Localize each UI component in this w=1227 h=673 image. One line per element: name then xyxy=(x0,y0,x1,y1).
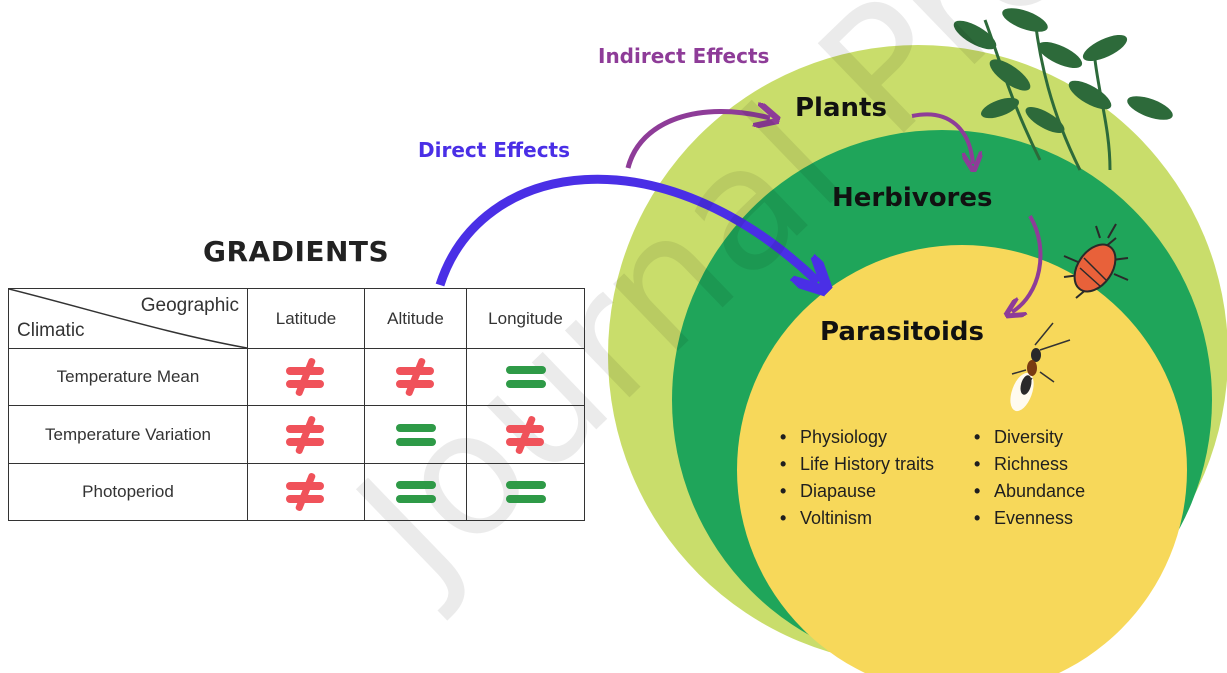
symbol-cell xyxy=(364,348,467,406)
column-header: Altitude xyxy=(364,288,467,349)
trait-item: Abundance xyxy=(970,478,1085,505)
equal-icon xyxy=(395,423,436,446)
trait-item: Evenness xyxy=(970,505,1085,532)
herbivores-to-parasitoids-arrow xyxy=(1012,214,1043,312)
direct-effects-label: Direct Effects xyxy=(418,138,571,162)
not-equal-icon xyxy=(286,414,326,455)
column-header: Latitude xyxy=(247,288,365,349)
corner-header-cell: Geographic Climatic xyxy=(8,288,248,349)
trait-item: Life History traits xyxy=(776,451,934,478)
not-equal-icon xyxy=(395,357,436,397)
gradients-title: GRADIENTS xyxy=(203,235,390,268)
symbol-cell xyxy=(364,463,467,521)
row-label: Temperature Mean xyxy=(8,348,248,406)
symbol-cell xyxy=(466,463,585,521)
plants-label: Plants xyxy=(795,93,887,123)
trait-item: Diapause xyxy=(776,478,934,505)
trait-item: Voltinism xyxy=(776,505,934,532)
traits-list-left: Physiology Life History traits Diapause … xyxy=(776,424,934,532)
parasitoids-circle xyxy=(737,245,1187,673)
symbol-cell xyxy=(247,405,365,464)
not-equal-icon xyxy=(505,414,546,455)
table-row: Photoperiod xyxy=(8,463,585,521)
symbol-cell xyxy=(247,463,365,521)
gradients-table: Geographic Climatic Latitude Altitude Lo… xyxy=(8,288,585,521)
table-row: Temperature Variation xyxy=(8,405,585,464)
herbivore-bug-icon xyxy=(1063,223,1129,299)
symbol-cell xyxy=(247,348,365,406)
geographic-label: Geographic xyxy=(140,295,239,316)
plants-to-herbivores-arrow xyxy=(911,112,973,164)
indirect-effects-label: Indirect Effects xyxy=(598,44,770,68)
equal-icon xyxy=(505,481,546,503)
symbol-cell xyxy=(364,405,467,464)
table-row: Temperature Mean xyxy=(8,348,585,406)
table-header-row: Geographic Climatic Latitude Altitude Lo… xyxy=(8,288,585,349)
row-label: Temperature Variation xyxy=(8,405,248,464)
trait-item: Physiology xyxy=(776,424,934,451)
equal-icon xyxy=(395,481,436,503)
symbol-cell xyxy=(466,405,585,464)
not-equal-icon xyxy=(286,472,326,512)
traits-list-right: Diversity Richness Abundance Evenness xyxy=(970,424,1085,532)
equal-icon xyxy=(505,366,546,388)
indirect-effects-arrow xyxy=(625,111,770,169)
direct-effects-arrow xyxy=(435,174,818,285)
plant-leaves-icon xyxy=(953,8,1173,171)
column-header: Longitude xyxy=(466,288,585,349)
herbivores-label: Herbivores xyxy=(832,183,993,213)
parasitoid-wasp-icon xyxy=(1010,322,1071,412)
parasitoids-label: Parasitoids xyxy=(820,317,984,347)
climatic-label: Climatic xyxy=(17,320,85,341)
row-label: Photoperiod xyxy=(8,463,248,521)
trait-item: Richness xyxy=(970,451,1085,478)
not-equal-icon xyxy=(286,357,326,397)
symbol-cell xyxy=(466,348,585,406)
trait-item: Diversity xyxy=(970,424,1085,451)
